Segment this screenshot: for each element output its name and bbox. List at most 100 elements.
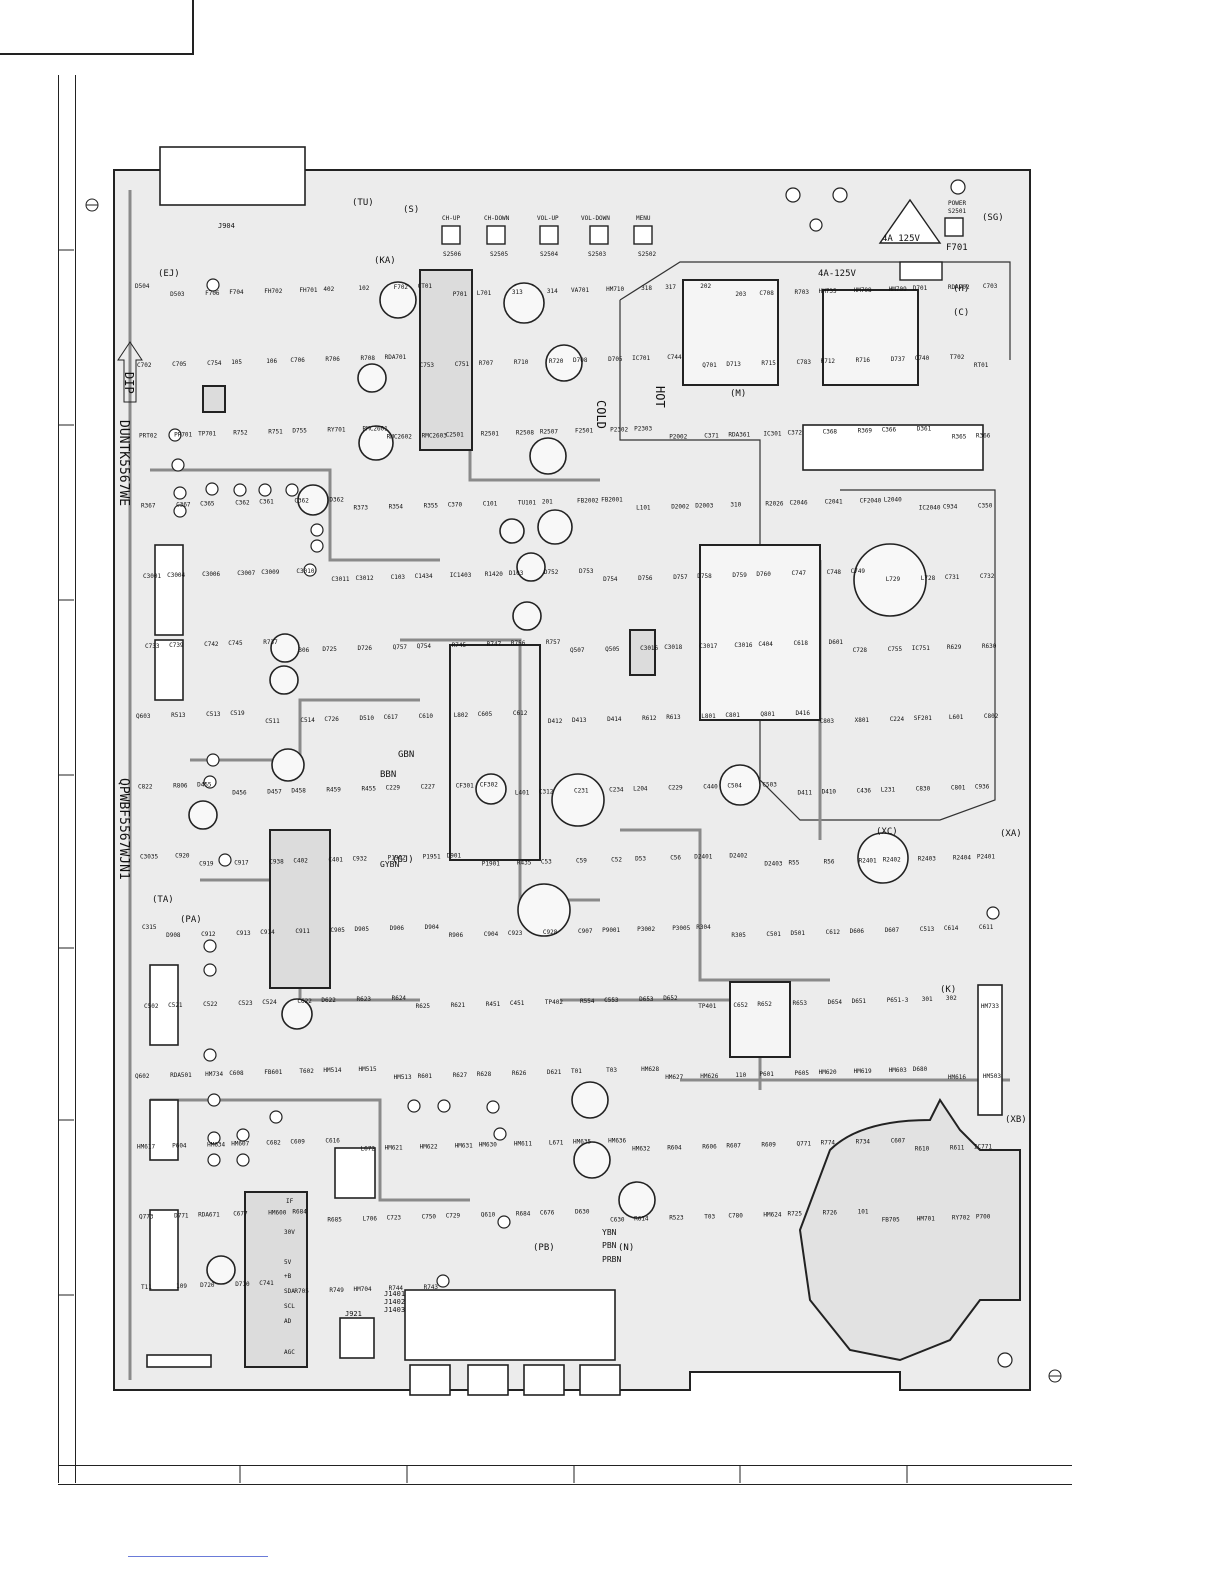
component-label: R624 bbox=[392, 995, 407, 1002]
component-label: R2508 bbox=[516, 429, 534, 436]
label-ka: (KA) bbox=[374, 256, 396, 266]
component-label: R2403 bbox=[918, 856, 936, 863]
pin-label-5v: 5V bbox=[284, 1259, 292, 1266]
component-label: R355 bbox=[424, 503, 439, 510]
component-label: 201 bbox=[542, 499, 553, 506]
component-label: C609 bbox=[290, 1138, 305, 1145]
component-label: C3016 bbox=[640, 645, 658, 652]
component-label: C739 bbox=[169, 642, 184, 649]
component-label: R2401 bbox=[859, 858, 877, 865]
label-btn-vol-up: VOL-UP bbox=[537, 215, 559, 222]
component-label: F704 bbox=[229, 289, 244, 296]
component-label: C362 bbox=[235, 500, 250, 507]
component-label: L728 bbox=[921, 575, 936, 582]
component-label: T11 bbox=[141, 1284, 152, 1291]
component-label: C513 bbox=[206, 711, 221, 718]
footer-link-underline bbox=[128, 1556, 268, 1557]
component-label: R451 bbox=[486, 1001, 501, 1008]
component-label: FB2002 bbox=[577, 498, 599, 505]
component-label: 105 bbox=[231, 359, 242, 366]
component-label: C3001 bbox=[143, 573, 161, 580]
text-labels: J904 J921 J1401 J1402 J1403 CH-UP CH-DOW… bbox=[116, 198, 1027, 1356]
component-label: R55 bbox=[789, 860, 800, 867]
component-label: C630 bbox=[610, 1217, 625, 1224]
component-label: C702 bbox=[137, 362, 152, 369]
component-label: HM704 bbox=[354, 1286, 372, 1293]
component-label: R554 bbox=[580, 998, 595, 1005]
component-label: R737 bbox=[263, 639, 278, 646]
component-label: R652 bbox=[757, 1001, 772, 1008]
component-label: IC1403 bbox=[450, 572, 472, 579]
component-label: C905 bbox=[330, 927, 345, 934]
component-label: C3017 bbox=[699, 643, 717, 650]
component-label: D410 bbox=[822, 788, 837, 795]
component-label: Q757 bbox=[393, 644, 408, 651]
component-label: R747 bbox=[487, 641, 502, 648]
component-label: D621 bbox=[547, 1069, 562, 1076]
component-label: C315 bbox=[142, 924, 157, 931]
component-label: T602 bbox=[299, 1068, 314, 1075]
component-label: R609 bbox=[761, 1141, 776, 1148]
label-btn-menu: MENU bbox=[636, 215, 651, 222]
component-label: C749 bbox=[851, 568, 866, 575]
component-label: C612 bbox=[513, 710, 528, 717]
component-label: C365 bbox=[200, 501, 215, 508]
component-label: D708 bbox=[573, 357, 588, 364]
component-label: HM611 bbox=[514, 1140, 532, 1147]
label-ref-s2503: S2503 bbox=[588, 251, 606, 258]
component-label: RMC2602 bbox=[387, 433, 413, 440]
component-label: C923 bbox=[508, 930, 523, 937]
label-ybn: YBN bbox=[602, 1228, 617, 1237]
component-label: PRT02 bbox=[139, 432, 157, 439]
component-label: R756 bbox=[511, 640, 526, 647]
component-label: T01 bbox=[571, 1068, 582, 1075]
component-label: D501 bbox=[791, 930, 806, 937]
component-label: C731 bbox=[945, 574, 960, 581]
component-label: 101 bbox=[858, 1209, 869, 1216]
component-label: C368 bbox=[823, 428, 838, 435]
label-ta: (TA) bbox=[152, 895, 174, 905]
label-ref-s2505: S2505 bbox=[490, 251, 508, 258]
component-label: HM620 bbox=[819, 1069, 837, 1076]
component-label: D455 bbox=[197, 781, 212, 788]
component-label: D456 bbox=[232, 789, 247, 796]
component-label: FB601 bbox=[264, 1069, 282, 1076]
component-label: R607 bbox=[726, 1142, 741, 1149]
component-label: L671 bbox=[549, 1139, 564, 1146]
component-label: L729 bbox=[886, 576, 901, 583]
component-label: C234 bbox=[609, 786, 624, 793]
label-s2501: S2501 bbox=[948, 208, 966, 215]
component-label: C622 bbox=[297, 998, 312, 1005]
component-label: P1902 bbox=[388, 855, 406, 862]
component-label: C502 bbox=[144, 1003, 159, 1010]
component-label: R749 bbox=[329, 1287, 344, 1294]
component-label: R354 bbox=[389, 504, 404, 511]
component-label: R716 bbox=[856, 357, 871, 364]
component-label: F2501 bbox=[575, 427, 593, 434]
label-fuse-rating-1: 4A 125V bbox=[882, 234, 921, 244]
component-label: HM634 bbox=[207, 1141, 225, 1148]
component-label: D908 bbox=[166, 932, 181, 939]
component-label: C703 bbox=[983, 283, 998, 290]
component-label: 306 bbox=[298, 647, 309, 654]
component-label: HM622 bbox=[420, 1143, 438, 1150]
registration-marks bbox=[85, 198, 1062, 1383]
component-label: IC2040 bbox=[919, 505, 941, 512]
component-label: C440 bbox=[703, 783, 718, 790]
component-label: T702 bbox=[950, 354, 965, 361]
label-m: (M) bbox=[730, 389, 746, 399]
component-label: D362 bbox=[329, 497, 344, 504]
component-label: C610 bbox=[419, 713, 434, 720]
label-ej: (EJ) bbox=[158, 269, 180, 279]
component-label: R712 bbox=[821, 358, 836, 365]
component-label: C3004 bbox=[167, 572, 185, 579]
component-label: C2041 bbox=[825, 499, 843, 506]
component-label: R703 bbox=[795, 289, 810, 296]
component-label: C652 bbox=[733, 1002, 748, 1009]
component-label: HM735 bbox=[819, 288, 837, 295]
component-label: D901 bbox=[447, 853, 462, 860]
component-label: RMC2603 bbox=[422, 432, 448, 439]
component-label: C801 bbox=[951, 784, 966, 791]
component-label: L401 bbox=[515, 789, 530, 796]
component-label: C608 bbox=[229, 1070, 244, 1077]
